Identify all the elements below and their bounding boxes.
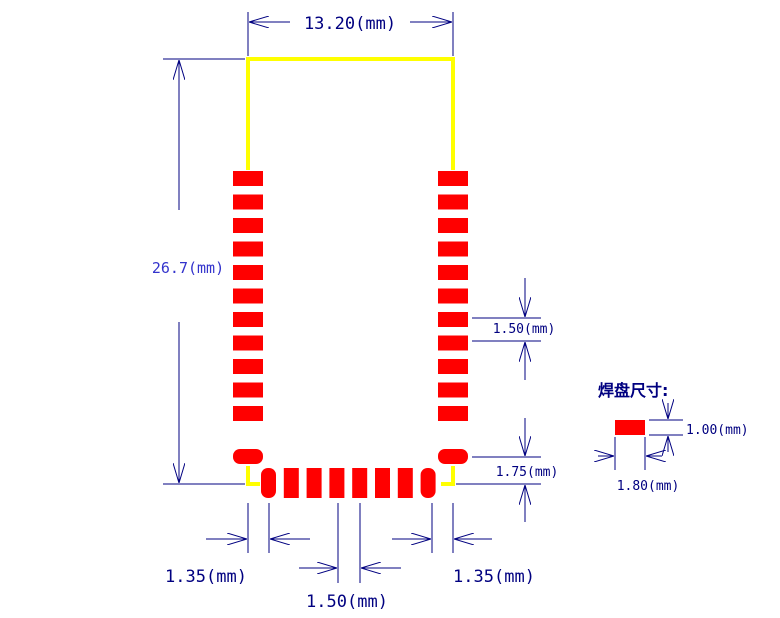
bottom-corner-pad <box>420 468 436 498</box>
right-pad <box>438 241 468 257</box>
width-label: 13.20(mm) <box>304 14 396 34</box>
left-pad <box>233 359 263 374</box>
bottom-pad <box>306 468 322 498</box>
bottom-pad-row <box>261 468 436 498</box>
right-pad <box>438 218 468 233</box>
left-pad <box>233 265 263 280</box>
pad-legend-title: 焊盘尺寸: <box>598 381 668 400</box>
right-corner-pad <box>438 449 468 464</box>
height-label: 26.7(mm) <box>152 259 224 277</box>
left-margin-label: 1.35(mm) <box>165 567 247 587</box>
bottom-dimensions: 1.35(mm) 1.50(mm) 1.35(mm) <box>165 503 535 612</box>
right-pad <box>438 359 468 374</box>
bottom-pad <box>352 468 368 498</box>
right-pad <box>438 288 468 304</box>
right-margin-label: 1.35(mm) <box>453 567 535 587</box>
right-pad <box>438 406 468 421</box>
right-pad <box>438 194 468 210</box>
bottom-pad <box>329 468 345 498</box>
bottom-pad <box>283 468 299 498</box>
left-pad <box>233 406 263 421</box>
right-pad <box>438 335 468 351</box>
height-dimension: 26.7(mm) <box>152 58 245 485</box>
right-pad-column <box>438 171 468 464</box>
bottom-pad <box>375 468 390 498</box>
right-pitch-dimension: 1.50(mm) <box>472 278 555 380</box>
right-pad <box>438 265 468 280</box>
pad-width-label: 1.80(mm) <box>617 479 680 494</box>
left-pad <box>233 241 263 257</box>
left-pad <box>233 194 263 210</box>
left-corner-pad <box>233 449 263 464</box>
bottom-offset-dimension: 1.75(mm) <box>456 418 558 522</box>
pad-height-label: 1.00(mm) <box>686 423 749 438</box>
left-pad <box>233 218 263 233</box>
pitch-bottom-label: 1.50(mm) <box>306 592 388 612</box>
right-pad <box>438 382 468 398</box>
bottom-pad <box>397 468 413 498</box>
bottom-offset-label: 1.75(mm) <box>496 465 559 480</box>
width-dimension: 13.20(mm) <box>247 12 454 56</box>
legend-pad <box>615 420 645 435</box>
left-pad <box>233 312 263 327</box>
right-pad <box>438 171 468 186</box>
left-pad <box>233 171 263 186</box>
left-pad <box>233 335 263 351</box>
pitch-right-label: 1.50(mm) <box>493 322 556 337</box>
bottom-corner-pad <box>261 468 276 498</box>
left-pad <box>233 288 263 304</box>
module-outline <box>246 57 455 486</box>
left-pad-column <box>233 171 263 464</box>
right-pad <box>438 312 468 327</box>
left-pad <box>233 382 263 398</box>
pad-size-legend: 焊盘尺寸: 1.00(mm) 1.80(mm) <box>598 381 749 494</box>
